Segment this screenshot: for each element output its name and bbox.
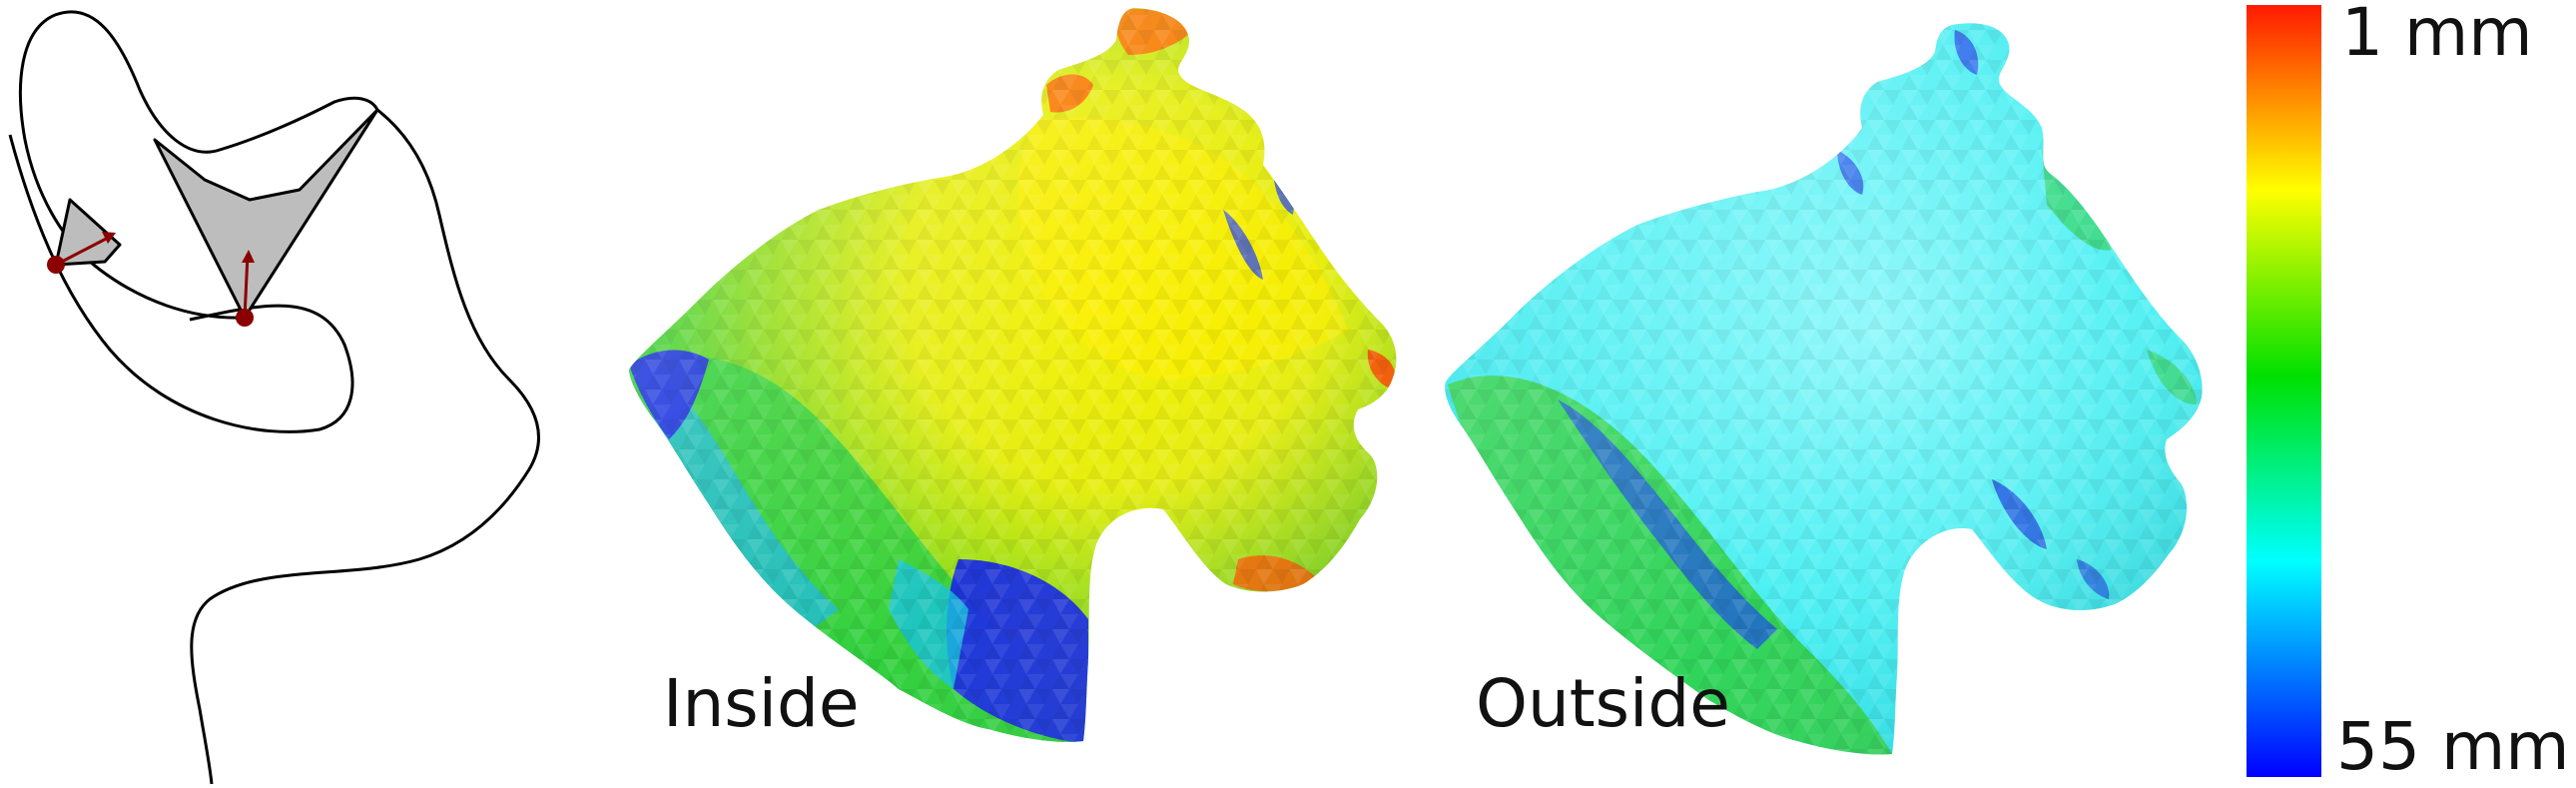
arrowhead-left: [102, 232, 116, 244]
point-marker-left: [47, 256, 65, 274]
point-marker-right: [236, 309, 254, 327]
schematic-sketch: [8, 10, 541, 785]
colorbar-max-label: 1 mm: [2341, 0, 2533, 71]
normal-arrow-left: [55, 234, 113, 267]
right-outline: [190, 108, 541, 785]
outside-label: Outside: [1476, 665, 1730, 742]
shaded-wedge-small: [54, 198, 122, 267]
normal-arrow-right: [243, 254, 250, 319]
outside-surface-render: [1445, 23, 2203, 755]
inside-label: Inside: [663, 665, 860, 742]
colorbar-gradient: [2247, 5, 2321, 777]
colorbar-min-label: 55 mm: [2336, 708, 2570, 785]
colorbar: 1 mm 55 mm: [2247, 0, 2570, 785]
shaded-wedge-large: [153, 108, 379, 320]
arrowhead-right: [242, 250, 255, 263]
inner-fold-outline: [18, 10, 379, 320]
outer-fold-outline: [8, 134, 354, 433]
inside-surface-render: [629, 8, 1397, 742]
